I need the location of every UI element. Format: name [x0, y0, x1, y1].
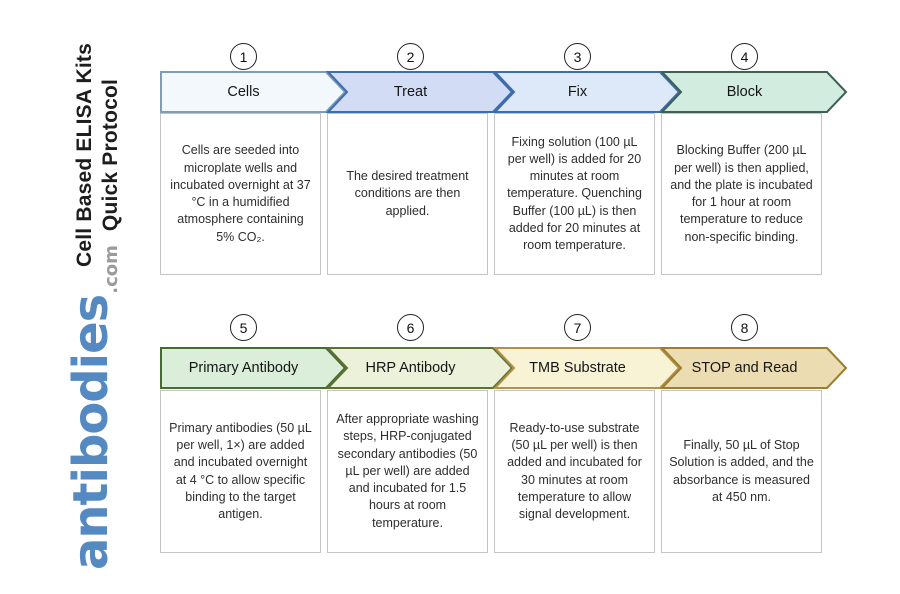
- page-title-line2: Quick Protocol: [99, 78, 122, 232]
- step-2-number-badge: 2: [397, 43, 424, 70]
- step-1-description-box: Cells are seeded into microplate wells a…: [160, 113, 321, 275]
- step-6-arrow-shape: [325, 347, 514, 389]
- step-8-label: STOP and Read: [691, 360, 798, 376]
- step-6-arrow: HRP Antibody: [325, 347, 515, 389]
- step-4-arrow: Block: [659, 71, 849, 113]
- step-8-description: Finally, 50 µL of Stop Solution is added…: [669, 438, 814, 504]
- step-7-number-badge: 7: [564, 314, 591, 341]
- step-3-description-box: Fixing solution (100 µL per well) is add…: [494, 113, 655, 275]
- step-3-label: Fix: [567, 84, 588, 100]
- step-4-label: Block: [726, 84, 763, 100]
- step-6-description-box: After appropriate washing steps, HRP-con…: [327, 390, 488, 553]
- step-2-arrow-shape: [325, 71, 514, 113]
- step-8-number: 8: [740, 319, 749, 336]
- step-7-label: TMB Substrate: [529, 360, 626, 376]
- step-5-arrow: Primary Antibody: [160, 347, 348, 389]
- step-8-number-badge: 8: [731, 314, 758, 341]
- step-5-description-box: Primary antibodies (50 µL per well, 1×) …: [160, 390, 321, 553]
- step-5-arrow-shape: [160, 347, 347, 389]
- step-2-number: 2: [406, 48, 415, 65]
- step-5-number: 5: [239, 319, 248, 336]
- step-2-description-box: The desired treatment conditions are the…: [327, 113, 488, 275]
- step-4-number: 4: [740, 48, 749, 65]
- step-5-number-badge: 5: [230, 314, 257, 341]
- step-1-number: 1: [239, 48, 248, 65]
- step-6-number-badge: 6: [397, 314, 424, 341]
- step-7-description-box: Ready-to-use substrate (50 µL per well) …: [494, 390, 655, 553]
- step-4-arrow-shape: [659, 71, 848, 113]
- brand-logo: antibodies.com: [63, 245, 127, 570]
- step-4-description-box: Blocking Buffer (200 µL per well) is the…: [661, 113, 822, 275]
- step-5-label: Primary Antibody: [188, 360, 299, 376]
- step-8-description-box: Finally, 50 µL of Stop Solution is added…: [661, 390, 822, 553]
- step-6-number: 6: [406, 319, 415, 336]
- step-5-description: Primary antibodies (50 µL per well, 1×) …: [169, 420, 312, 521]
- page-title-line1: Cell Based ELISA Kits: [73, 43, 96, 267]
- step-6-description: After appropriate washing steps, HRP-con…: [336, 412, 479, 530]
- step-1-number-badge: 1: [230, 43, 257, 70]
- step-2-arrow: Treat: [325, 71, 515, 113]
- step-1-arrow: Cells: [160, 71, 348, 113]
- step-1-arrow-shape: [160, 71, 347, 113]
- step-7-number: 7: [573, 319, 582, 336]
- step-3-number-badge: 3: [564, 43, 591, 70]
- step-8-arrow-shape: [659, 347, 848, 389]
- step-1-label: Cells: [227, 84, 260, 100]
- brand-logo-suffix: .com: [101, 245, 122, 294]
- step-3-number: 3: [573, 48, 582, 65]
- step-7-arrow: TMB Substrate: [492, 347, 682, 389]
- step-6-label: HRP Antibody: [365, 360, 456, 376]
- step-3-arrow-shape: [492, 71, 681, 113]
- step-1-description: Cells are seeded into microplate wells a…: [170, 143, 311, 244]
- step-2-description: The desired treatment conditions are the…: [346, 169, 469, 218]
- step-3-arrow: Fix: [492, 71, 682, 113]
- step-4-number-badge: 4: [731, 43, 758, 70]
- step-8-arrow: STOP and Read: [659, 347, 849, 389]
- step-7-description: Ready-to-use substrate (50 µL per well) …: [507, 420, 642, 521]
- page-title: Cell Based ELISA Kits Quick Protocol: [72, 30, 126, 280]
- step-7-arrow-shape: [492, 347, 681, 389]
- step-2-label: Treat: [393, 84, 428, 100]
- step-4-description: Blocking Buffer (200 µL per well) is the…: [670, 143, 813, 244]
- brand-logo-text: antibodies: [63, 294, 119, 570]
- step-3-description: Fixing solution (100 µL per well) is add…: [507, 134, 642, 253]
